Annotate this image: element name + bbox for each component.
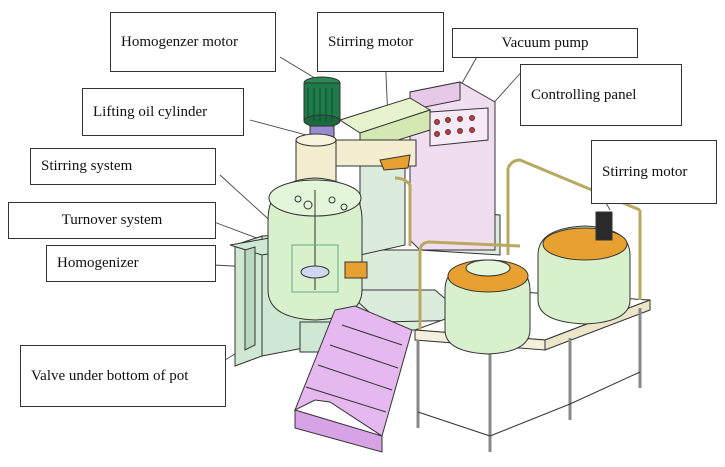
- label-turnover-system: Turnover system: [8, 202, 216, 239]
- label-stirring-motor-top: Stirring motor: [317, 12, 444, 72]
- label-controlling-panel: Controlling panel: [520, 64, 682, 126]
- water-phase-tank: [444, 259, 531, 355]
- control-cabinet: [338, 81, 496, 251]
- railings: [394, 158, 642, 330]
- label-stirring-motor-right: Stirring motor: [591, 140, 717, 204]
- oil-phase-tank: [537, 211, 631, 325]
- main-vessel: [267, 177, 368, 321]
- label-stirring-system: Stirring system: [30, 148, 216, 185]
- label-lifting-oil-cylinder: Lifting oil cylinder: [82, 88, 244, 136]
- label-homogenizer-motor: Homogenzer motor: [110, 12, 276, 72]
- label-homogenizer: Homogenizer: [46, 245, 216, 282]
- stairs: [294, 305, 413, 453]
- label-valve-under-pot: Valve under bottom of pot: [20, 345, 226, 407]
- label-vacuum-pump: Vacuum pump: [452, 28, 638, 58]
